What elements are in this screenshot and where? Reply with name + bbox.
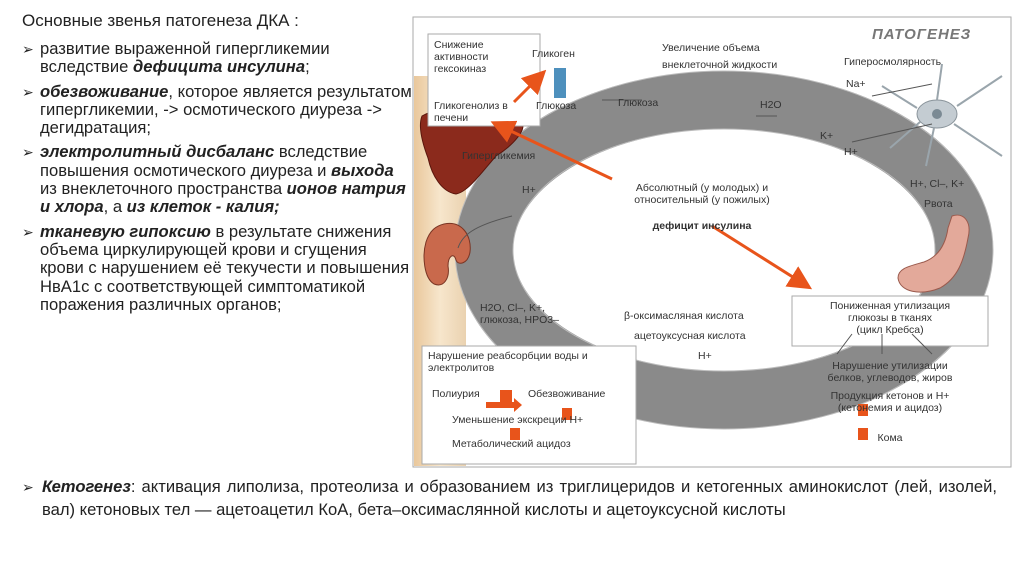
bullet-text: электролитный дисбаланс вследствие повыш…	[40, 143, 412, 216]
label-extracellular: Увеличение объема внеклеточной жидкости	[662, 42, 778, 71]
label-reduced-utilization: Пониженная утилизация глюкозы в тканях (…	[829, 300, 951, 336]
bullet-text: развитие выраженной гипергликемии вследс…	[40, 39, 412, 77]
diagram-graphics	[412, 16, 1012, 468]
bullet-text: тканевую гипоксию в результате снижения …	[40, 221, 412, 314]
plain-text: развитие выраженной гипергликемии вследс…	[40, 39, 330, 77]
arrow-bullet-icon: ➢	[22, 83, 34, 100]
label-reabsorption: Нарушение реабсорбции воды и электролито…	[428, 350, 588, 374]
label-reduced-excretion: Уменьшение экскреции H+	[452, 414, 584, 426]
emphasis-text: ионов натрия и хлора	[40, 179, 406, 217]
arrow-bullet-icon: ➢	[22, 144, 34, 161]
arrow-bullet-icon: ➢	[22, 223, 34, 240]
ketogenesis-text: Кетогенез: активация липолиза, протеолиз…	[22, 476, 997, 521]
plain-text: , а	[103, 197, 127, 217]
pathogenesis-list: ➢ развитие выраженной гипергликемии вслед…	[22, 39, 412, 320]
arrow-to-liver	[490, 120, 613, 181]
label-h-left: H+	[522, 184, 536, 196]
plain-text: ;	[305, 57, 310, 77]
label-hyperglycemia: Гипергликемия	[462, 150, 536, 162]
glycogen-arrow-icon	[554, 68, 566, 98]
label-h2o: H2O	[760, 99, 782, 111]
list-item: ➢ электролитный дисбаланс вследствие пов…	[22, 143, 412, 216]
label-ions-right: H+, Cl–, K+	[910, 178, 965, 190]
label-urine-losses: H2O, Cl–, K+, глюкоза, HPO3–	[480, 302, 559, 326]
label-insulin-deficit: дефицит инсулина	[652, 220, 752, 232]
plain-text: , которое является результатом гиперглик…	[40, 81, 412, 138]
neuron-icon	[881, 63, 1003, 167]
label-coma: Кома	[877, 432, 903, 444]
bullet-text: обезвоживание, которое является результа…	[40, 81, 412, 138]
plain-text: из внеклеточного пространства	[40, 179, 287, 199]
plain-text: в результате снижения объема циркулирующ…	[40, 221, 410, 314]
list-item: ➢ обезвоживание, которое является результ…	[22, 81, 412, 138]
label-acetoacetic: ацетоуксусная кислота	[634, 330, 746, 342]
label-center-cause: Абсолютный (у молодых) и относительный (…	[634, 182, 770, 206]
pathogenesis-diagram: ПАТОГЕНЕЗ Снижение активности гексокиназ…	[412, 16, 1012, 468]
label-k: K+	[820, 130, 834, 142]
list-item: ➢ тканевую гипоксию в результате снижени…	[22, 221, 412, 314]
emphasis-text: дефицита инсулина	[132, 57, 306, 77]
krebs-box	[791, 295, 989, 347]
diagram-heading: ПАТОГЕНЕЗ	[872, 26, 972, 43]
plain-text: вследствие повышения осмотического диуре…	[40, 142, 368, 180]
label-ketone-production: Продукция кетонов и H+ (кетонемия и ацид…	[830, 390, 950, 414]
emphasis-text: электролитный дисбаланс	[40, 142, 275, 162]
arrow-bullet-icon: ➢	[22, 479, 34, 495]
label-glucose-box: Глюкоза	[536, 100, 577, 112]
arrow-bullet-icon: ➢	[22, 41, 34, 57]
emphasis-text: Кетогенез	[42, 477, 131, 496]
stomach-icon	[897, 214, 970, 293]
label-impaired-utilization: Нарушение утилизации белков, углеводов, …	[827, 360, 953, 384]
emphasis-text: из клеток - калия;	[126, 197, 280, 217]
ketogenesis-paragraph: ➢ Кетогенез: активация липолиза, протеол…	[22, 476, 997, 521]
emphasis-text: обезвоживание	[40, 81, 169, 101]
slide-title: Основные звенья патогенеза ДКА :	[22, 11, 299, 30]
emphasis-text: тканевую гипоксию	[40, 221, 211, 241]
emphasis-text: выхода	[331, 160, 394, 180]
label-beta-hydroxybutyric: β-оксимасляная кислота	[624, 310, 744, 322]
arrow-to-krebs	[711, 224, 813, 290]
label-h-bottom: H+	[698, 350, 712, 362]
label-na: Na+	[846, 78, 866, 90]
label-vomiting: Рвота	[924, 198, 953, 210]
plain-text: : активация липолиза, протеолиза и образ…	[42, 477, 997, 519]
list-item: ➢ развитие выраженной гипергликемии вслед…	[22, 39, 412, 77]
label-glycogenolysis: Гликогенолиз в печени	[434, 100, 508, 124]
kidney-flow-box	[421, 345, 637, 465]
label-polyuria: Полиурия	[432, 388, 480, 400]
label-hyperosmolarity: Гиперосмолярность	[844, 56, 942, 68]
label-hexokinase: Снижение активности гексокиназ	[434, 39, 489, 75]
label-dehydration: Обезвоживание	[528, 388, 606, 400]
label-glucose-ring: Глюкоза	[618, 97, 659, 109]
label-metabolic-acidosis: Метаболический ацидоз	[452, 438, 571, 450]
kidney-icon	[423, 222, 471, 286]
label-h-top: H+	[844, 146, 858, 158]
label-glycogen: Гликоген	[532, 48, 575, 60]
